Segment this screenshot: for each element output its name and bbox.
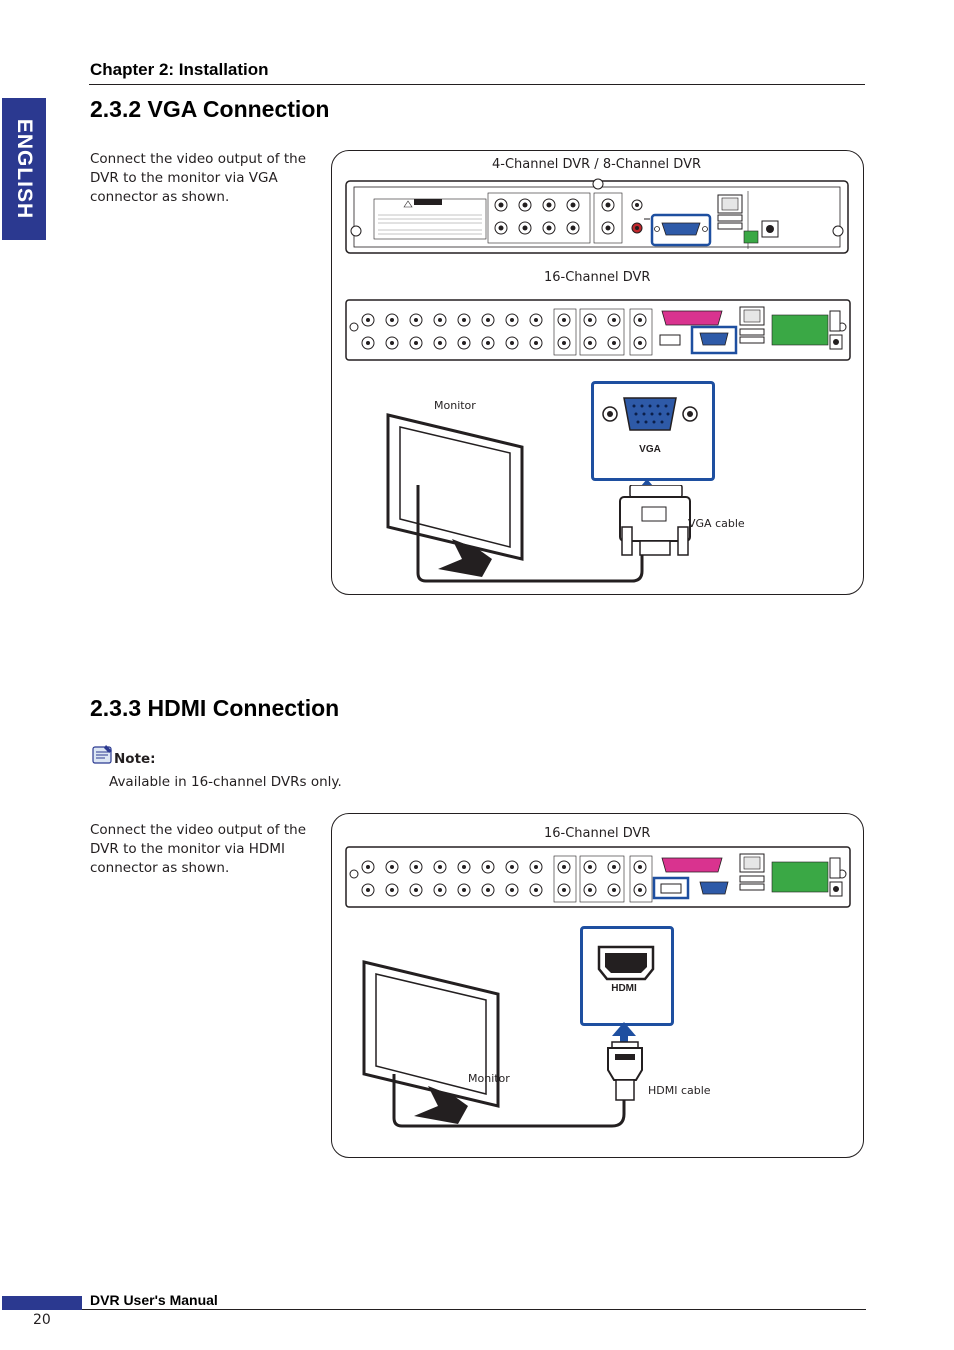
footer-rule bbox=[82, 1309, 866, 1310]
footer-bar bbox=[2, 1296, 82, 1310]
hdmi-monitor-caption: Monitor bbox=[468, 1072, 510, 1085]
dvr-16-caption-hdmi: 16-Channel DVR bbox=[544, 826, 651, 841]
hdmi-port-callout: HDMI bbox=[580, 926, 674, 1026]
note-label: Note: bbox=[114, 751, 156, 767]
vga-body: Connect the video output of the DVR to t… bbox=[90, 151, 306, 205]
hdmi-port-label: HDMI bbox=[611, 983, 637, 994]
hdmi-arrow-up bbox=[612, 1022, 636, 1052]
note-icon bbox=[92, 745, 112, 764]
hdmi-cable-caption: HDMI cable bbox=[648, 1084, 711, 1097]
vga-cable-caption: VGA cable bbox=[688, 517, 745, 530]
hdmi-monitor-icon bbox=[362, 960, 500, 1124]
hdmi-diagram-panel: 16-Channel DVR bbox=[331, 813, 864, 1158]
footer-title: DVR User's Manual bbox=[90, 1292, 218, 1308]
vga-port-icon bbox=[602, 397, 698, 431]
chapter-title: Chapter 2: Installation bbox=[90, 60, 269, 79]
vga-heading: 2.3.2 VGA Connection bbox=[90, 96, 330, 122]
vga-diagram-panel: 4-Channel DVR / 8-Channel DVR bbox=[331, 150, 864, 595]
hdmi-cable-icon bbox=[392, 1041, 643, 1128]
vga-port-callout: VGA bbox=[591, 381, 715, 481]
dvr-16-rear-panel-vga bbox=[345, 299, 851, 361]
hdmi-body: Connect the video output of the DVR to t… bbox=[90, 822, 306, 876]
dvr-4-8-caption: 4-Channel DVR / 8-Channel DVR bbox=[492, 157, 701, 172]
vga-port-label: VGA bbox=[639, 444, 661, 455]
page-number: 20 bbox=[33, 1312, 51, 1328]
vga-monitor-icon bbox=[386, 413, 524, 577]
dvr-4-8-rear-panel bbox=[345, 178, 849, 254]
chapter-rule bbox=[89, 84, 865, 85]
language-tab: ENGLISH bbox=[2, 98, 46, 240]
note-text: Available in 16-channel DVRs only. bbox=[109, 774, 342, 790]
hdmi-heading: 2.3.3 HDMI Connection bbox=[90, 695, 340, 721]
dvr-16-rear-panel-hdmi bbox=[345, 846, 851, 908]
hdmi-port-icon bbox=[597, 945, 655, 981]
language-tab-label: ENGLISH bbox=[13, 118, 36, 220]
vga-cable-icon bbox=[416, 485, 691, 583]
dvr-16-caption-vga: 16-Channel DVR bbox=[544, 270, 651, 285]
vga-monitor-caption: Monitor bbox=[434, 399, 476, 412]
